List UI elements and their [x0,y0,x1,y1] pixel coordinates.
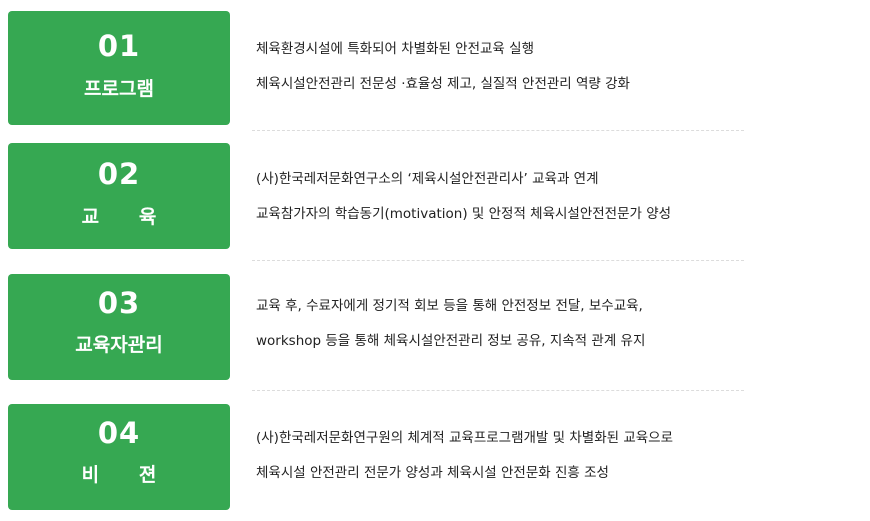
description: 체육환경시설에 특화되어 차별화된 안전교육 실행 체육시설안전관리 전문성 ·… [256,39,630,109]
trainee-management-badge: 03 교육자관리 [8,274,230,380]
badge-number: 03 [97,286,141,320]
education-row-2: 02 교 육 (사)한국레저문화연구소의 ‘제육시설안전관리사’ 교육과 연계 … [8,143,748,257]
divider [252,130,744,131]
badge-title: 교육자관리 [75,334,163,356]
description-line: 체육시설 안전관리 전문가 양성과 체육시설 안전문화 진흥 조성 [256,465,609,481]
badge-title: 프로그램 [84,78,154,100]
description: (사)한국레저문화연구원의 체계적 교육프로그램개발 및 차별화된 교육으로 체… [256,428,673,498]
description-line: 교육 후, 수료자에게 정기적 회보 등을 통해 안전정보 전달, 보수교육, [256,298,643,314]
divider [252,260,744,261]
description-line: (사)한국레저문화연구소의 ‘제육시설안전관리사’ 교육과 연계 [256,171,599,187]
badge-title: 비 젼 [81,464,157,486]
program-row-1: 01 프로그램 체육환경시설에 특화되어 차별화된 안전교육 실행 체육시설안전… [8,11,748,125]
description: (사)한국레저문화연구소의 ‘제육시설안전관리사’ 교육과 연계 교육참가자의 … [256,169,671,239]
description-line: 체육시설안전관리 전문성 ·효율성 제고, 실질적 안전관리 역량 강화 [256,76,630,92]
education-badge: 02 교 육 [8,143,230,249]
description-line: 교육참가자의 학습동기(motivation) 및 안정적 체육시설안전전문가 … [256,206,672,222]
badge-title: 교 육 [81,206,157,228]
vision-badge: 04 비 젼 [8,404,230,510]
badge-number: 04 [97,416,141,450]
badge-number: 02 [97,157,141,191]
description: 교육 후, 수료자에게 정기적 회보 등을 통해 안전정보 전달, 보수교육, … [256,296,645,366]
divider [252,390,744,391]
badge-number: 01 [97,29,141,63]
program-badge: 01 프로그램 [8,11,230,125]
description-line: workshop 등을 통해 체육시설안전관리 정보 공유, 지속적 관계 유지 [256,333,646,349]
trainee-management-row-3: 03 교육자관리 교육 후, 수료자에게 정기적 회보 등을 통해 안전정보 전… [8,274,748,388]
description-line: 체육환경시설에 특화되어 차별화된 안전교육 실행 [256,41,534,57]
vision-row-4: 04 비 젼 (사)한국레저문화연구원의 체계적 교육프로그램개발 및 차별화된… [8,404,748,518]
description-line: (사)한국레저문화연구원의 체계적 교육프로그램개발 및 차별화된 교육으로 [256,430,674,446]
